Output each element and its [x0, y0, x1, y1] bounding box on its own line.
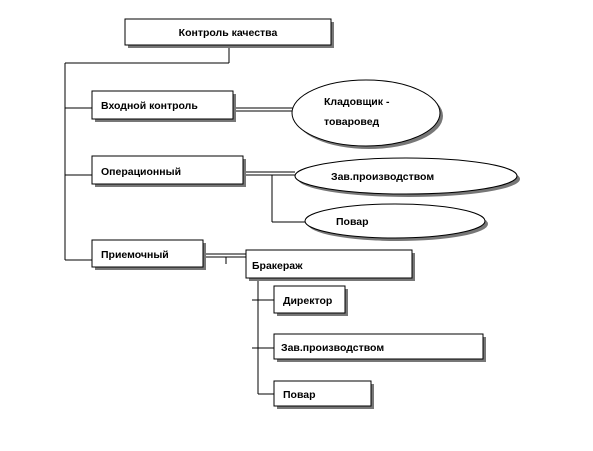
member-cook-label: Повар	[283, 389, 316, 401]
performer-production-head: Зав.производством	[294, 157, 520, 197]
performer-cook: Повар	[304, 203, 488, 241]
production-head-label: Зав.производством	[331, 171, 434, 183]
root-label: Контроль качества	[179, 27, 278, 39]
commission-member-cook: Повар	[273, 380, 374, 409]
cook-label: Повар	[336, 216, 369, 228]
category-incoming: Входной контроль	[91, 90, 236, 122]
director-label: Директор	[283, 295, 332, 307]
category-operational-label: Операционный	[101, 166, 181, 178]
commission-member-production-head: Зав.производством	[273, 333, 486, 362]
root-node: Контроль качества	[124, 18, 334, 48]
performer-storekeeper: Кладовщик - товаровед	[291, 79, 443, 149]
storekeeper-label-line2: товаровед	[324, 116, 380, 128]
connector-lines	[64, 46, 307, 395]
member-production-head-label: Зав.производством	[281, 342, 384, 354]
commission-label: Бракераж	[252, 260, 303, 272]
commission-node: Бракераж	[245, 249, 415, 281]
category-operational: Операционный	[91, 155, 246, 187]
category-incoming-label: Входной контроль	[101, 100, 198, 112]
category-acceptance-label: Приемочный	[101, 249, 169, 261]
storekeeper-label-line1: Кладовщик -	[324, 96, 390, 108]
category-acceptance: Приемочный	[91, 239, 206, 270]
commission-member-director: Директор	[273, 285, 348, 316]
